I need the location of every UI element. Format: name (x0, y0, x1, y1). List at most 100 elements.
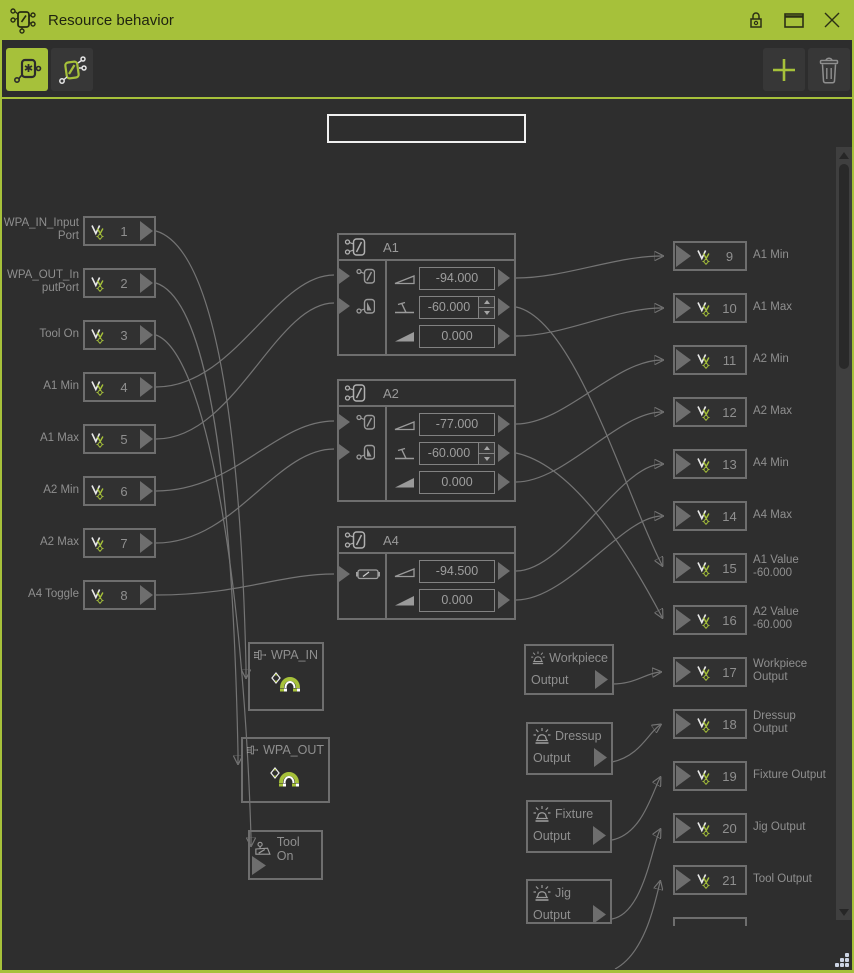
output-port-node-16[interactable]: 16 (673, 605, 747, 635)
close-button[interactable] (820, 8, 844, 32)
input-port-node-2[interactable]: 2 (83, 268, 156, 298)
resize-grip[interactable] (835, 953, 851, 969)
input-connector[interactable] (339, 414, 350, 430)
scrollbar-thumb[interactable] (839, 164, 849, 369)
output-connector[interactable] (140, 533, 153, 553)
new-behavior-node-button[interactable] (6, 48, 48, 91)
output-connector[interactable] (594, 748, 607, 767)
output-connector[interactable] (140, 221, 153, 241)
input-connector[interactable] (676, 245, 691, 267)
signal-node-fixture[interactable]: Fixture Output (526, 800, 612, 853)
output-connector[interactable] (140, 585, 153, 605)
output-connector[interactable] (140, 481, 153, 501)
value-field[interactable]: 0.000 (419, 470, 495, 494)
input-connector[interactable] (339, 268, 350, 284)
output-connector[interactable] (593, 826, 606, 845)
output-connector[interactable] (498, 298, 510, 316)
delete-button[interactable] (808, 48, 850, 91)
vertical-scrollbar[interactable] (836, 147, 852, 920)
output-connector[interactable] (498, 415, 510, 433)
behavior-name-input[interactable] (327, 114, 526, 143)
value-field[interactable]: -60.000 (419, 295, 495, 319)
scroll-down-icon[interactable] (836, 904, 852, 920)
input-connector[interactable] (676, 505, 691, 527)
input-port-node-6[interactable]: 6 (83, 476, 156, 506)
add-button[interactable] (763, 48, 805, 91)
joint-node-a4[interactable]: A4 -94.500 0.000 (337, 526, 516, 620)
output-connector[interactable] (595, 670, 608, 689)
output-port-node-17[interactable]: 17 (673, 657, 747, 687)
scroll-up-icon[interactable] (836, 147, 852, 163)
device-node-tool-on[interactable]: Tool On (248, 830, 323, 880)
value-field[interactable]: 0.000 (419, 324, 495, 348)
output-port-node-9[interactable]: 9 (673, 241, 747, 271)
input-port-node-5[interactable]: 5 (83, 424, 156, 454)
signal-node-jig[interactable]: Jig Output (526, 879, 612, 924)
titlebar[interactable]: Resource behavior (0, 0, 854, 40)
signal-node-workpiece[interactable]: Workpiece Output (524, 644, 614, 695)
output-connector[interactable] (140, 273, 153, 293)
output-connector[interactable] (593, 905, 606, 922)
input-port-node-8[interactable]: 8 (83, 580, 156, 610)
output-connector[interactable] (498, 473, 510, 491)
input-connector[interactable] (676, 557, 691, 579)
spinner[interactable] (478, 296, 494, 318)
output-port-node-18[interactable]: 18 (673, 709, 747, 739)
input-connector[interactable] (676, 661, 691, 683)
value-field[interactable]: -60.000 (419, 441, 495, 465)
joint-node-a2[interactable]: A2 -77.000 -60. (337, 379, 516, 502)
output-port-node-19[interactable]: 19 (673, 761, 747, 791)
output-port-node-11[interactable]: 11 (673, 345, 747, 375)
lock-icon[interactable] (744, 8, 768, 32)
value-field[interactable]: -94.000 (419, 266, 495, 290)
input-connector[interactable] (676, 765, 691, 787)
input-connector[interactable] (339, 298, 350, 314)
input-connector[interactable] (339, 566, 350, 582)
joint-node-a1[interactable]: A1 -94.000 -60. (337, 233, 516, 356)
input-port-node-3[interactable]: 3 (83, 320, 156, 350)
input-connector[interactable] (676, 817, 691, 839)
port-label: Fixture Output (753, 769, 826, 781)
output-connector[interactable] (498, 562, 510, 580)
output-port-node-15[interactable]: 15 (673, 553, 747, 583)
value-field[interactable]: 0.000 (419, 588, 495, 612)
output-port-node-20[interactable]: 20 (673, 813, 747, 843)
input-port-node-1[interactable]: 1 (83, 216, 156, 246)
input-port-node-4[interactable]: 4 (83, 372, 156, 402)
output-connector[interactable] (140, 325, 153, 345)
maximize-button[interactable] (782, 8, 806, 32)
output-port-node-21[interactable]: 21 (673, 865, 747, 895)
input-port-node-7[interactable]: 7 (83, 528, 156, 558)
output-connector[interactable] (498, 327, 510, 345)
value-field[interactable]: -94.500 (419, 559, 495, 583)
partial-output-port-node[interactable] (673, 917, 747, 926)
input-connector[interactable] (676, 401, 691, 423)
output-connector[interactable] (140, 377, 153, 397)
output-connector[interactable] (498, 591, 510, 609)
input-connector[interactable] (676, 349, 691, 371)
output-port-node-10[interactable]: 10 (673, 293, 747, 323)
input-connector[interactable] (676, 453, 691, 475)
edit-behavior-node-button[interactable] (51, 48, 93, 91)
output-port-node-12[interactable]: 12 (673, 397, 747, 427)
output-port-node-14[interactable]: 14 (673, 501, 747, 531)
signal-node-dressup[interactable]: Dressup Output (526, 722, 613, 775)
port-label: Tool Output (753, 873, 812, 885)
output-connector[interactable] (140, 429, 153, 449)
output-port-node-13[interactable]: 13 (673, 449, 747, 479)
input-connector[interactable] (676, 609, 691, 631)
variable-icon (696, 508, 714, 525)
value-field[interactable]: -77.000 (419, 412, 495, 436)
input-connector[interactable] (676, 869, 691, 891)
device-node-wpa-out[interactable]: WPA_OUT (241, 737, 330, 803)
input-connector[interactable] (339, 444, 350, 460)
output-connector[interactable] (498, 444, 510, 462)
input-connector[interactable] (676, 297, 691, 319)
output-connector[interactable] (498, 269, 510, 287)
device-node-wpa-in[interactable]: WPA_IN (248, 642, 324, 711)
input-connector[interactable] (676, 713, 691, 735)
spinner[interactable] (478, 442, 494, 464)
variable-icon (696, 300, 714, 317)
